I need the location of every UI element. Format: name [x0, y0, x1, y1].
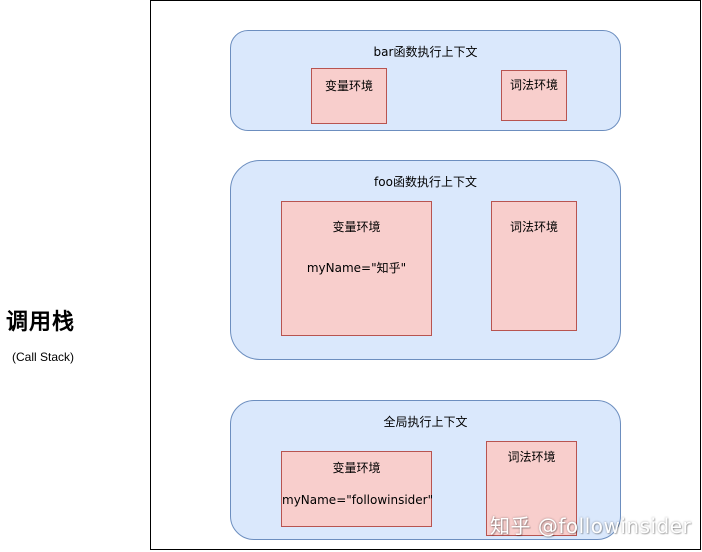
foo-variable-environment: 变量环境 myName="知乎": [281, 201, 432, 336]
global-context-title: 全局执行上下文: [383, 415, 468, 429]
global-lexical-environment: 词法环境: [486, 441, 577, 536]
foo-context-title: foo函数执行上下文: [374, 175, 477, 189]
global-variable-environment-label: 变量环境: [332, 461, 381, 475]
call-stack-subtitle: (Call Stack): [12, 350, 75, 364]
bar-context-title: bar函数执行上下文: [373, 45, 478, 59]
global-lexical-environment-label: 词法环境: [507, 450, 556, 464]
bar-lexical-environment: 词法环境: [501, 70, 567, 121]
global-variable-environment: 变量环境 myName="followinsider": [281, 451, 434, 527]
call-stack-title: 调用栈: [6, 310, 76, 335]
bar-variable-environment-label: 变量环境: [324, 79, 373, 93]
bar-variable-environment: 变量环境: [311, 68, 387, 124]
foo-lexical-environment-label: 词法环境: [509, 220, 558, 234]
foo-myname-variable: myName="知乎": [306, 261, 407, 275]
bar-execution-context: bar函数执行上下文 变量环境 词法环境: [230, 30, 621, 131]
foo-variable-environment-label: 变量环境: [332, 220, 381, 234]
global-execution-context: 全局执行上下文 变量环境 myName="followinsider" 词法环境: [230, 400, 621, 540]
foo-lexical-environment: 词法环境: [491, 201, 577, 331]
zhihu-watermark: 知乎 @followinsider: [490, 514, 692, 538]
global-myname-variable: myName="followinsider": [282, 493, 434, 507]
foo-execution-context: foo函数执行上下文 变量环境 myName="知乎" 词法环境: [230, 160, 621, 360]
bar-lexical-environment-label: 词法环境: [509, 78, 558, 92]
